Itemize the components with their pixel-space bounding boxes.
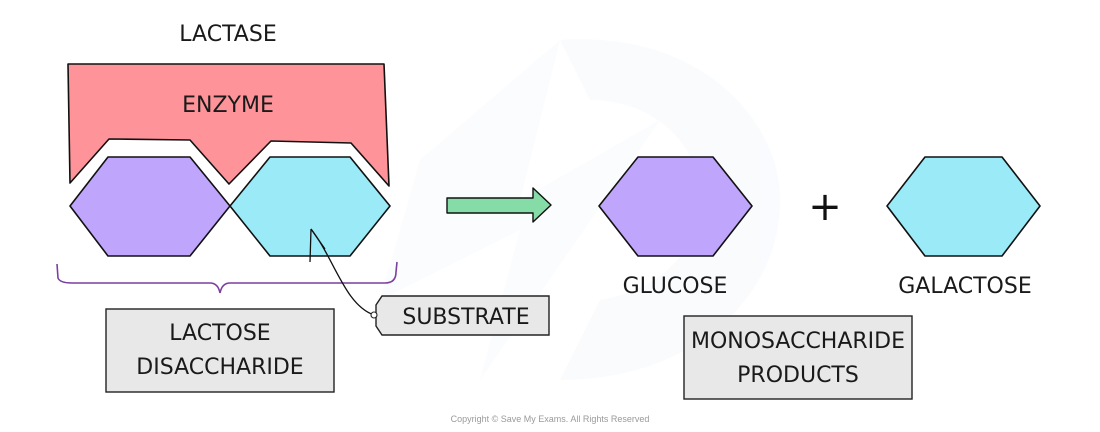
products-label-box bbox=[683, 315, 913, 400]
galactose-label: GALACTOSE bbox=[898, 274, 1032, 299]
substrate-label: SUBSTRATE bbox=[402, 305, 529, 330]
enzyme-shape bbox=[67, 63, 390, 187]
lactose-galactose-unit bbox=[229, 156, 391, 257]
title-lactase: LACTASE bbox=[179, 22, 276, 47]
substrate-pointer-arrowhead bbox=[309, 228, 326, 263]
lactose-label-line2: DISACCHARIDE bbox=[136, 355, 303, 380]
galactose-hexagon bbox=[886, 156, 1041, 257]
enzyme-label: ENZYME bbox=[182, 93, 274, 118]
lactose-label-box bbox=[105, 308, 335, 393]
lactose-glucose-unit bbox=[69, 156, 231, 257]
substrate-tag bbox=[375, 295, 550, 336]
lactose-brace bbox=[56, 261, 398, 294]
glucose-hexagon bbox=[598, 156, 753, 257]
products-label-line1: MONOSACCHARIDE bbox=[691, 329, 905, 354]
copyright-notice: Copyright © Save My Exams. All Rights Re… bbox=[451, 414, 650, 424]
substrate-tag-hole bbox=[370, 311, 378, 319]
lactose-label-line1: LACTOSE bbox=[169, 321, 270, 346]
reaction-arrow bbox=[446, 187, 552, 223]
products-label-line2: PRODUCTS bbox=[737, 363, 859, 388]
plus-sign: + bbox=[808, 184, 842, 230]
glucose-label: GLUCOSE bbox=[623, 274, 728, 299]
